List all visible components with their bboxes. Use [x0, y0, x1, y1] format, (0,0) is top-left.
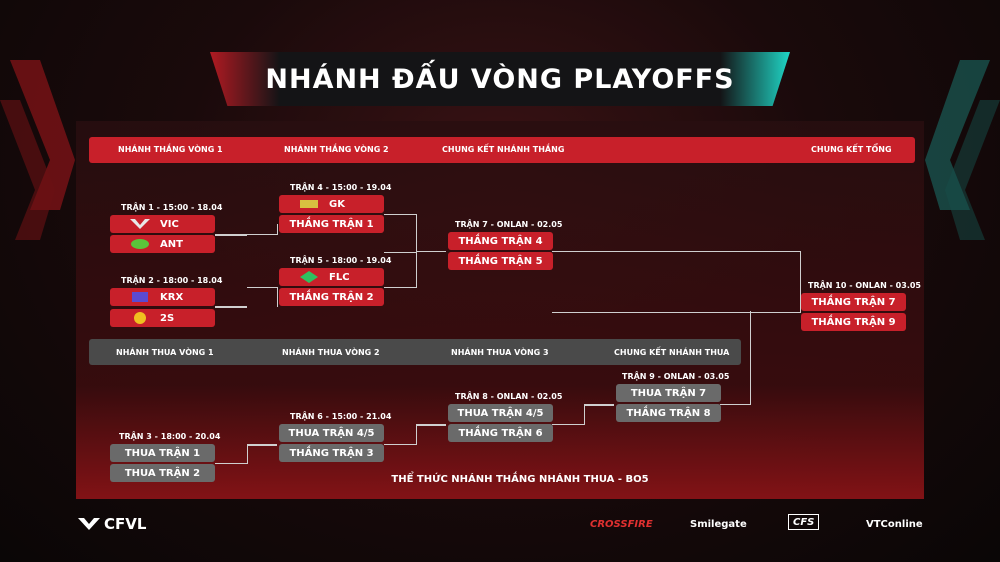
connector-m6-m8 [384, 424, 417, 445]
match-10-label: TRẬN 10 - ONLAN - 03.05 [808, 281, 921, 290]
match-7-slot-b[interactable]: THẮNG TRẬN 5 [448, 252, 553, 270]
match-8-slot-a[interactable]: THUA TRẬN 4/5 [448, 404, 553, 422]
match-9-slot-b[interactable]: THẮNG TRẬN 8 [616, 404, 721, 422]
flc-logo-icon [299, 270, 319, 284]
title-banner: NHÁNH ĐẤU VÒNG PLAYOFFS [210, 52, 790, 106]
winners-header-bar [89, 137, 915, 163]
match-9-label: TRẬN 9 - ONLAN - 03.05 [622, 372, 730, 381]
match-2-team-b[interactable]: 2S [110, 309, 215, 327]
left-decor-chevron-icon [0, 60, 75, 240]
match-5-slot-b[interactable]: THẮNG TRẬN 2 [279, 288, 384, 306]
crossfire-logo: CROSSFIRE [590, 518, 653, 530]
cfvl-brand: CFVL [78, 514, 146, 534]
connector-m3-m6-v [247, 444, 277, 446]
team-name: KRX [160, 291, 184, 303]
cfvl-text: CFVL [104, 515, 147, 533]
team-name: 2S [160, 312, 175, 324]
team-name: FLC [329, 271, 350, 283]
match-4-label: TRẬN 4 - 15:00 - 19.04 [290, 183, 392, 192]
cfs-logo: CFS [788, 514, 820, 530]
right-decor-chevron-icon [925, 60, 1000, 240]
match-4-slot-b[interactable]: THẮNG TRẬN 1 [279, 215, 384, 233]
connector-m2-m5 [215, 306, 247, 308]
match-6-label: TRẬN 6 - 15:00 - 21.04 [290, 412, 392, 421]
connector-m1-m4-v [247, 224, 278, 235]
connector-m9-m10 [720, 311, 751, 405]
smilegate-logo: Smilegate [690, 518, 747, 530]
connector-m3-m6 [215, 444, 248, 464]
match-1-team-a[interactable]: VIC [110, 215, 215, 233]
match-9-slot-a[interactable]: THUA TRẬN 7 [616, 384, 721, 402]
header-winners-round-1: NHÁNH THẮNG VÒNG 1 [118, 145, 223, 154]
match-8-slot-b[interactable]: THẮNG TRẬN 6 [448, 424, 553, 442]
cfvl-logo-icon [78, 518, 100, 530]
connector-m4-m7 [384, 214, 417, 253]
header-losers-round-3: NHÁNH THUA VÒNG 3 [451, 348, 549, 357]
header-winners-final: CHUNG KẾT NHÁNH THẮNG [442, 145, 565, 154]
team-name: VIC [160, 218, 179, 230]
match-3-slot-a[interactable]: THUA TRẬN 1 [110, 444, 215, 462]
match-7-slot-a[interactable]: THẮNG TRẬN 4 [448, 232, 553, 250]
page-title: NHÁNH ĐẤU VÒNG PLAYOFFS [265, 63, 735, 95]
connector-m1-m4 [215, 234, 247, 236]
team-name: GK [329, 198, 345, 210]
match-2-team-a[interactable]: KRX [110, 288, 215, 306]
match-8-label: TRẬN 8 - ONLAN - 02.05 [455, 392, 563, 401]
ant-logo-icon [130, 237, 150, 251]
header-losers-final: CHUNG KẾT NHÁNH THUA [614, 348, 730, 357]
connector-m6-m8-v [416, 424, 446, 426]
connector-m5-m7 [384, 251, 417, 288]
match-6-slot-a[interactable]: THUA TRẬN 4/5 [279, 424, 384, 442]
losers-header-bar [89, 339, 741, 365]
2s-logo-icon [130, 311, 150, 325]
vtconline-logo: VTConline [866, 518, 923, 530]
match-6-slot-b[interactable]: THẮNG TRẬN 3 [279, 444, 384, 462]
header-grand-final: CHUNG KẾT TỔNG [811, 145, 892, 154]
header-losers-round-1: NHÁNH THUA VÒNG 1 [116, 348, 214, 357]
header-losers-round-2: NHÁNH THUA VÒNG 2 [282, 348, 380, 357]
connector-m8-m9 [552, 404, 585, 425]
match-1-team-b[interactable]: ANT [110, 235, 215, 253]
match-1-label: TRẬN 1 - 15:00 - 18.04 [121, 203, 223, 212]
match-4-team-a[interactable]: GK [279, 195, 384, 213]
connector-m7-join [416, 251, 446, 252]
krx-logo-icon [130, 290, 150, 304]
team-name: ANT [160, 238, 183, 250]
match-10-slot-b[interactable]: THẮNG TRẬN 9 [801, 313, 906, 331]
match-7-label: TRẬN 7 - ONLAN - 02.05 [455, 220, 563, 229]
connector-m2-m5-v [247, 287, 278, 307]
match-3-label: TRẬN 3 - 18:00 - 20.04 [119, 432, 221, 441]
match-3-slot-b[interactable]: THUA TRẬN 2 [110, 464, 215, 482]
match-2-label: TRẬN 2 - 18:00 - 18.04 [121, 276, 223, 285]
format-text: THỂ THỨC NHÁNH THẮNG NHÁNH THUA - BO5 [391, 474, 649, 485]
vic-logo-icon [130, 217, 150, 231]
match-5-team-a[interactable]: FLC [279, 268, 384, 286]
connector-m8-m9-v [584, 404, 614, 406]
match-10-slot-a[interactable]: THẮNG TRẬN 7 [801, 293, 906, 311]
header-winners-round-2: NHÁNH THẮNG VÒNG 2 [284, 145, 389, 154]
connector-m7-m10 [552, 251, 801, 313]
gk-logo-icon [299, 197, 319, 211]
match-5-label: TRẬN 5 - 18:00 - 19.04 [290, 256, 392, 265]
